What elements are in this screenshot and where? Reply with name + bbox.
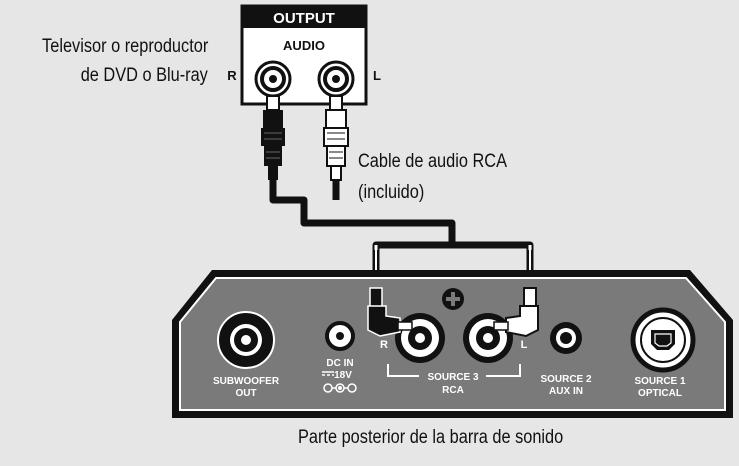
rca-plug-left-bottom (493, 287, 539, 338)
dc-in-jack (325, 321, 355, 351)
right-channel-label: R (227, 68, 237, 83)
dc-in-label-2: 18V (334, 370, 352, 381)
source-device-label-line2: de DVD o Blu-ray (80, 65, 208, 86)
rca-plug-right-bottom (367, 287, 413, 337)
output-header-text: OUTPUT (273, 10, 335, 27)
left-channel-label: L (373, 68, 381, 83)
output-jack-left (317, 60, 355, 98)
soundbar-inner (179, 277, 726, 411)
source2-label-2: AUX IN (549, 386, 583, 397)
output-panel: OUTPUT AUDIO R L (227, 4, 381, 106)
source-device-label-line1: Televisor o reproductor (41, 36, 208, 57)
output-panel-header (242, 6, 366, 28)
subwoofer-label-2: OUT (235, 388, 256, 399)
polarity-icon (323, 383, 357, 393)
cable-label-line2: (incluido) (358, 182, 425, 203)
source3-bracket (387, 364, 521, 377)
source3-jack-right (395, 313, 445, 363)
source1-label-2: OPTICAL (638, 388, 682, 399)
source1-label-1: SOURCE 1 (634, 376, 686, 387)
source2-aux-jack (550, 322, 582, 354)
subwoofer-label-1: SUBWOOFER (213, 376, 280, 387)
subwoofer-out-jack (217, 311, 275, 369)
source1-optical-jack (630, 307, 696, 373)
screw-icon (442, 288, 464, 310)
soundbar-caption: Parte posterior de la barra de sonido (298, 427, 564, 448)
rca-plug-right-top (261, 95, 285, 180)
cable-label-line1: Cable de audio RCA (358, 151, 507, 172)
rca-cable (269, 178, 534, 290)
source3-label-1: SOURCE 3 (427, 372, 479, 383)
source3-label-2: RCA (442, 385, 464, 396)
dc-symbol-icon (322, 371, 334, 376)
source2-label-1: SOURCE 2 (540, 374, 592, 385)
output-jack-right (254, 60, 292, 98)
audio-label: AUDIO (283, 38, 325, 53)
cable-run-top (269, 178, 456, 245)
source3-l-label: L (521, 339, 528, 351)
source3-r-label: R (380, 339, 388, 351)
dc-in-label-1: DC IN (326, 358, 353, 369)
rca-plug-left-top (323, 95, 349, 181)
soundbar-back-panel: SUBWOOFER OUT DC IN 18V (172, 270, 733, 418)
